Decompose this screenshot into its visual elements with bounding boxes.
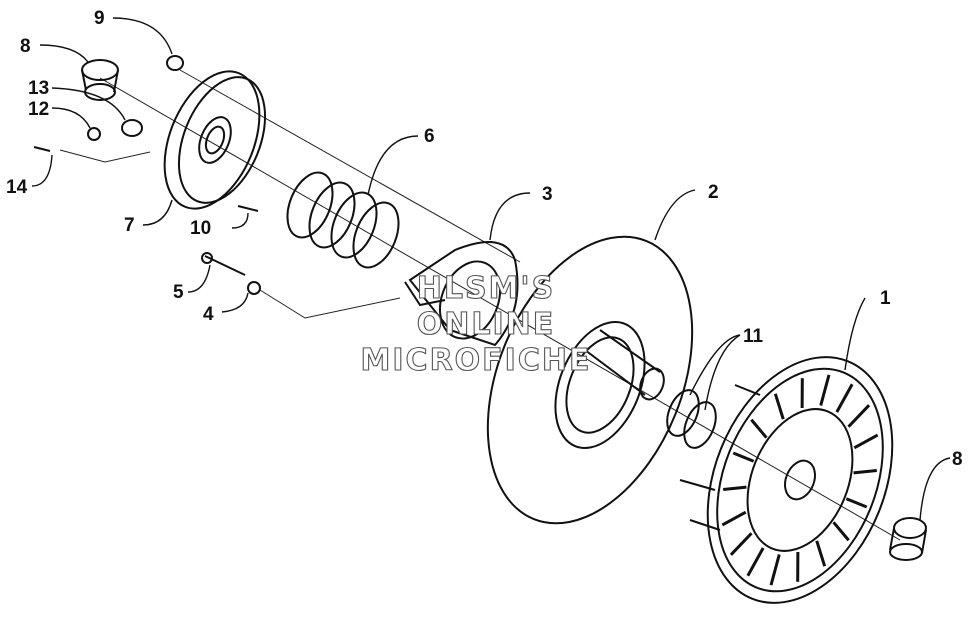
part-2-movable-sheave <box>486 235 694 525</box>
callout-4: 4 <box>203 304 214 325</box>
callout-3: 3 <box>542 184 553 205</box>
sheave-fin <box>732 451 755 463</box>
sheave-fin <box>773 393 785 420</box>
part-12-washer <box>87 127 101 141</box>
callout-8-right: 8 <box>952 449 963 470</box>
callout-13: 13 <box>28 78 49 99</box>
leader-12 <box>51 107 91 129</box>
sheave-fin <box>815 540 827 567</box>
part-13-roller <box>121 119 143 137</box>
callout-14: 14 <box>6 177 28 198</box>
hardware-connection-line <box>59 149 401 319</box>
leader-11a <box>689 334 741 396</box>
callout-2: 2 <box>708 182 719 203</box>
leader-8b <box>919 457 951 521</box>
part-10-pin <box>237 205 259 212</box>
part-8-bushing-left <box>81 59 119 101</box>
leader-5 <box>187 264 211 293</box>
leader-14 <box>31 154 53 187</box>
leader-6 <box>367 135 419 196</box>
assembly-axis-line-upper <box>179 69 521 263</box>
leader-2 <box>654 189 696 241</box>
watermark-line-2: ONLINE <box>417 307 556 342</box>
sheave-fin <box>723 485 747 492</box>
watermark-line-3: MICROFICHE <box>361 343 592 378</box>
leader-3 <box>489 192 531 241</box>
leader-8a <box>39 44 89 63</box>
sheave-fin <box>853 433 879 450</box>
part-9-nut <box>166 55 184 71</box>
sheave-fin <box>721 510 747 527</box>
part-4-nut <box>247 281 261 295</box>
part-5-bolt <box>201 252 246 276</box>
part-6-spring <box>286 171 400 269</box>
sheave-fin <box>853 468 877 475</box>
callout-8-left: 8 <box>20 36 31 57</box>
leader-13 <box>51 87 126 121</box>
assembly-axis-line <box>99 77 901 541</box>
part-14-pin <box>33 146 51 152</box>
part-7-cover-plate <box>163 70 267 210</box>
sheave-fin <box>769 554 781 586</box>
leader-11b <box>704 334 741 411</box>
leader-10 <box>231 212 249 229</box>
watermark: HLSM'S ONLINE MICROFICHE <box>360 270 592 378</box>
callout-12: 12 <box>28 99 49 120</box>
callout-1: 1 <box>880 288 891 309</box>
watermark-line-1: HLSM'S <box>417 271 555 306</box>
callout-7: 7 <box>124 215 135 236</box>
callout-6: 6 <box>424 126 435 147</box>
sheave-fin <box>750 418 768 439</box>
part-1-fixed-sheave <box>679 356 894 604</box>
leader-9 <box>112 17 173 55</box>
leader-4 <box>221 292 249 313</box>
callout-5: 5 <box>173 282 184 303</box>
part-11-washers <box>666 389 717 449</box>
part-3-cam <box>404 241 519 347</box>
callout-11: 11 <box>743 326 764 347</box>
sheave-fin <box>845 497 868 509</box>
leader-7 <box>142 199 173 226</box>
sheave-fin <box>746 547 765 577</box>
sheave-fin <box>835 383 854 413</box>
callout-9: 9 <box>94 8 105 29</box>
sheave-fin <box>729 532 753 556</box>
sheave-fin <box>819 374 831 406</box>
callout-10: 10 <box>190 218 211 239</box>
leader-1 <box>844 297 866 371</box>
sheave-fin <box>847 404 871 428</box>
part-8-bushing-right <box>889 517 927 561</box>
sheave-fin <box>832 521 850 542</box>
